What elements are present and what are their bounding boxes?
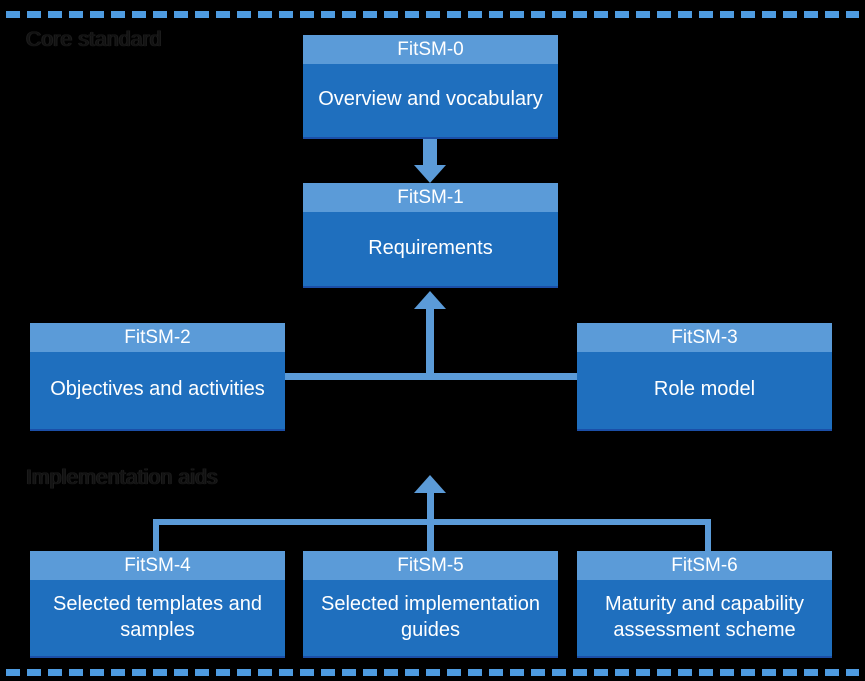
section-divider-bottom xyxy=(6,669,859,676)
box-fitsm-4-body: Selected templates and samples xyxy=(52,592,263,641)
box-fitsm-6-body: Maturity and capability assessment schem… xyxy=(605,592,804,641)
box-fitsm-4-title: FitSM-4 xyxy=(30,551,285,580)
box-fitsm-5-title: FitSM-5 xyxy=(303,551,558,580)
arrow-down-icon-fitsm0-to-fitsm1 xyxy=(414,165,446,183)
section-caption-implementation-aids: Implementation aids xyxy=(26,466,218,489)
box-fitsm-3-body: Role model xyxy=(653,378,756,401)
box-fitsm-0[interactable]: FitSM-0 Overview and vocabulary xyxy=(303,35,558,139)
box-fitsm-1[interactable]: FitSM-1 Requirements xyxy=(303,183,558,288)
connector-fitsm456-stem xyxy=(427,492,434,522)
arrow-up-icon-fitsm2-fitsm3-to-fitsm1 xyxy=(414,291,446,309)
box-fitsm-3[interactable]: FitSM-3 Role model xyxy=(577,323,832,431)
box-fitsm-1-title: FitSM-1 xyxy=(303,183,558,212)
box-fitsm-6[interactable]: FitSM-6 Maturity and capability assessme… xyxy=(577,551,832,658)
box-fitsm-2-body: Objectives and activities xyxy=(50,378,265,401)
box-fitsm-5-body: Selected implementation guides xyxy=(320,592,540,641)
box-fitsm-6-title: FitSM-6 xyxy=(577,551,832,580)
box-fitsm-3-title: FitSM-3 xyxy=(577,323,832,352)
box-fitsm-5[interactable]: FitSM-5 Selected implementation guides xyxy=(303,551,558,658)
box-fitsm-2-title: FitSM-2 xyxy=(30,323,285,352)
connector-fitsm5-riser xyxy=(427,519,434,552)
connector-fitsm0-to-fitsm1-stem xyxy=(423,139,437,169)
connector-fitsm6-riser xyxy=(705,519,711,552)
connector-fitsm4-riser xyxy=(153,519,159,552)
section-divider-top xyxy=(6,11,859,18)
box-fitsm-0-title: FitSM-0 xyxy=(303,35,558,64)
box-fitsm-0-body: Overview and vocabulary xyxy=(318,88,543,111)
arrow-up-icon-fitsm456-to-fitsm1 xyxy=(414,475,446,493)
box-fitsm-1-body: Requirements xyxy=(368,236,493,259)
section-caption-core-standard: Core standard xyxy=(26,28,162,51)
box-fitsm-2[interactable]: FitSM-2 Objectives and activities xyxy=(30,323,285,431)
connector-fitsm2-fitsm3-stem xyxy=(426,307,434,377)
box-fitsm-4[interactable]: FitSM-4 Selected templates and samples xyxy=(30,551,285,658)
